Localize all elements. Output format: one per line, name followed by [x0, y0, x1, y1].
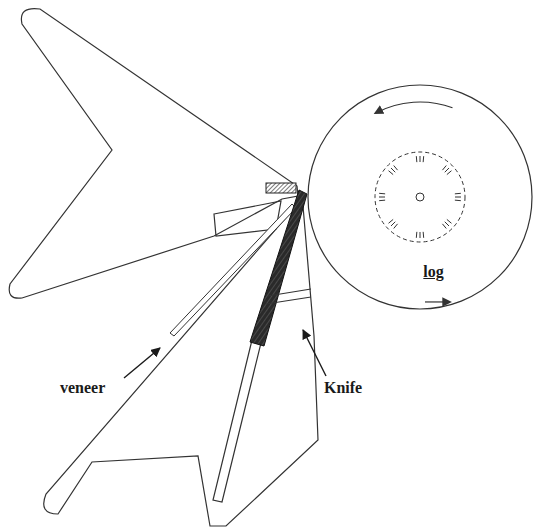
pressure-bar — [266, 183, 296, 193]
machine-frame — [9, 9, 318, 526]
chuck-circle — [375, 152, 465, 242]
knife-label: Knife — [322, 378, 364, 398]
spindle-center — [416, 193, 424, 201]
rotation-arrow — [375, 102, 452, 113]
veneer-label: veneer — [58, 378, 107, 398]
log-underline-arrow — [425, 301, 450, 302]
knife-rod — [213, 340, 261, 502]
knife-blade — [250, 190, 307, 346]
veneer-leader — [124, 348, 160, 378]
log-circle: log — [307, 84, 533, 310]
chuck-teeth — [379, 156, 461, 238]
node-label: log — [423, 263, 443, 281]
log-shape — [307, 84, 533, 310]
log-outline — [308, 85, 532, 309]
knife-leader — [303, 330, 326, 376]
holder-bars — [266, 289, 311, 304]
